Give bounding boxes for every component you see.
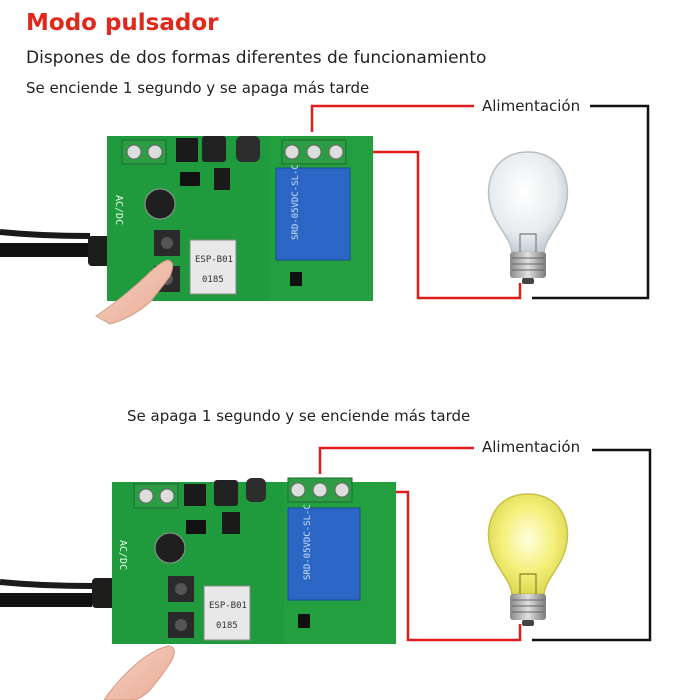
scene-2-power-label: Alimentación [482,438,581,456]
module-code: 0185 [202,275,224,285]
light-bulb-icon-2 [487,493,569,626]
neutral-wire-2 [532,448,652,642]
module-label-2: ESP-B01 [209,601,247,611]
module-code-2: 0185 [216,621,238,631]
live-wire-top-2 [318,446,474,474]
light-bulb-icon [487,151,569,284]
board-acdc-label-2: AC/DC [117,540,128,570]
relay-board-icon-2: SRD-05VDC-SL-C ESP-B01 0185 AC/DC [112,477,396,644]
relay-label-2: SRD-05VDC-SL-C [303,504,313,580]
scene-1-power-label: Alimentación [482,97,581,115]
load-wire [350,150,522,300]
module-label: ESP-B01 [195,255,233,265]
neutral-wire [532,104,650,300]
page-subtitle: Dispones de dos formas diferentes de fun… [26,48,487,68]
scene-1-caption: Se enciende 1 segundo y se apaga más tar… [26,79,370,97]
scene-1: SRD-05VDC-SL-C ESP-B01 0185 AC/DC [0,104,650,325]
scene-2: SRD-05VDC-SL-C ESP-B01 0185 AC/DC [0,446,652,700]
page-title: Modo pulsador [26,10,219,36]
board-acdc-label: AC/DC [113,195,124,225]
scene-2-caption: Se apaga 1 segundo y se enciende más tar… [127,407,471,425]
hand-icon [95,259,174,325]
relay-label: SRD-05VDC-SL-C [291,164,301,240]
hand-icon-2 [103,645,175,700]
live-wire-top [310,104,474,132]
